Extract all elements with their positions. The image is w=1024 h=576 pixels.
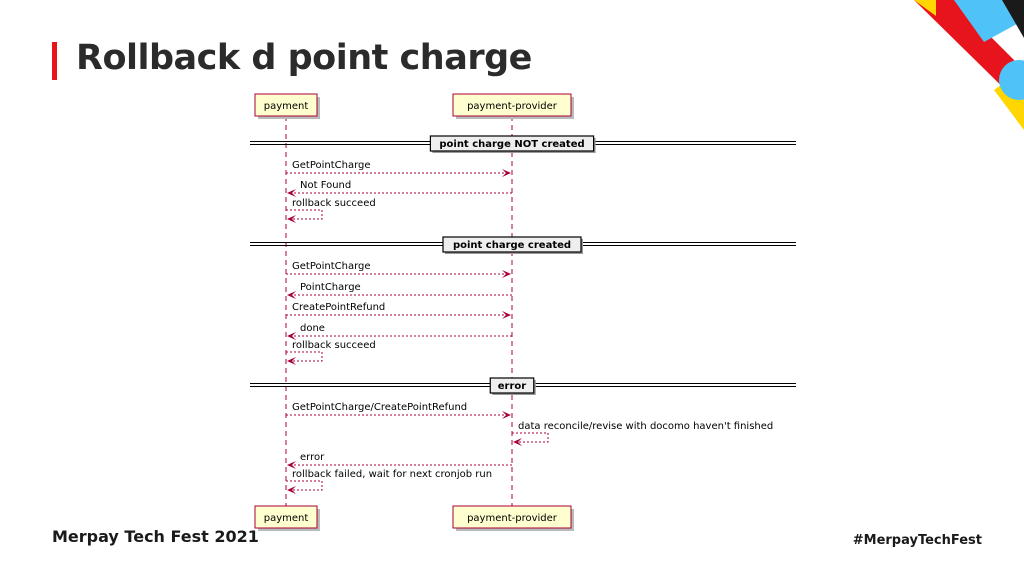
arrowhead — [502, 169, 511, 177]
message-label: error — [300, 452, 325, 463]
self-message-arrow — [512, 432, 549, 443]
decor-red-band — [914, 0, 1024, 108]
group-label: point charge NOT created — [439, 139, 584, 150]
message-label: done — [300, 323, 325, 334]
page-title: Rollback d point charge — [76, 38, 532, 78]
participant-box-provider-top — [452, 93, 572, 117]
decor-black-shape — [1002, 0, 1024, 38]
self-message-arrow — [286, 351, 323, 362]
message-label: rollback succeed — [292, 340, 376, 351]
group-label-box — [489, 377, 535, 394]
footer-event-name: Merpay Tech Fest 2021 — [52, 527, 259, 546]
group-label-box — [442, 236, 582, 253]
message-label: rollback failed, wait for next cronjob r… — [292, 469, 492, 480]
arrowhead — [287, 357, 296, 365]
group-label-box — [429, 135, 595, 152]
arrowhead — [287, 189, 296, 197]
arrowhead — [502, 311, 511, 319]
arrowhead — [513, 438, 522, 446]
decor-blue-circle — [999, 60, 1024, 100]
message-label: CreatePointRefund — [292, 302, 385, 313]
participant-box-provider-bottom — [452, 505, 572, 529]
participant-label-payment: payment — [264, 101, 309, 112]
arrowhead — [287, 461, 296, 469]
participant-box-payment-top — [254, 93, 318, 117]
message-label: Not Found — [300, 180, 351, 191]
arrowhead — [502, 270, 511, 278]
arrowhead — [287, 291, 296, 299]
decor-blue-shape — [954, 0, 1024, 42]
title-accent-bar — [52, 42, 57, 80]
message-label: GetPointCharge/CreatePointRefund — [292, 402, 467, 413]
participant-label-payment: payment — [264, 513, 309, 524]
message-label: PointCharge — [300, 282, 361, 293]
decor-yellow-shape — [914, 0, 936, 16]
participant-box-payment-bottom — [254, 505, 318, 529]
message-label: rollback succeed — [292, 198, 376, 209]
participant-label-provider: payment-provider — [467, 513, 558, 524]
group-label: error — [498, 381, 527, 392]
arrowhead — [502, 411, 511, 419]
arrowhead — [287, 486, 296, 494]
group-label: point charge created — [453, 240, 571, 251]
arrowhead — [287, 332, 296, 340]
arrowhead — [287, 215, 296, 223]
message-label: GetPointCharge — [292, 261, 371, 272]
footer-hashtag: #MerpayTechFest — [852, 533, 982, 548]
corner-decoration — [914, 0, 1024, 130]
self-message-arrow — [286, 209, 323, 220]
message-label: GetPointCharge — [292, 160, 371, 171]
participant-label-provider: payment-provider — [467, 101, 558, 112]
message-label: data reconcile/revise with docomo haven'… — [518, 421, 773, 432]
self-message-arrow — [286, 480, 323, 491]
